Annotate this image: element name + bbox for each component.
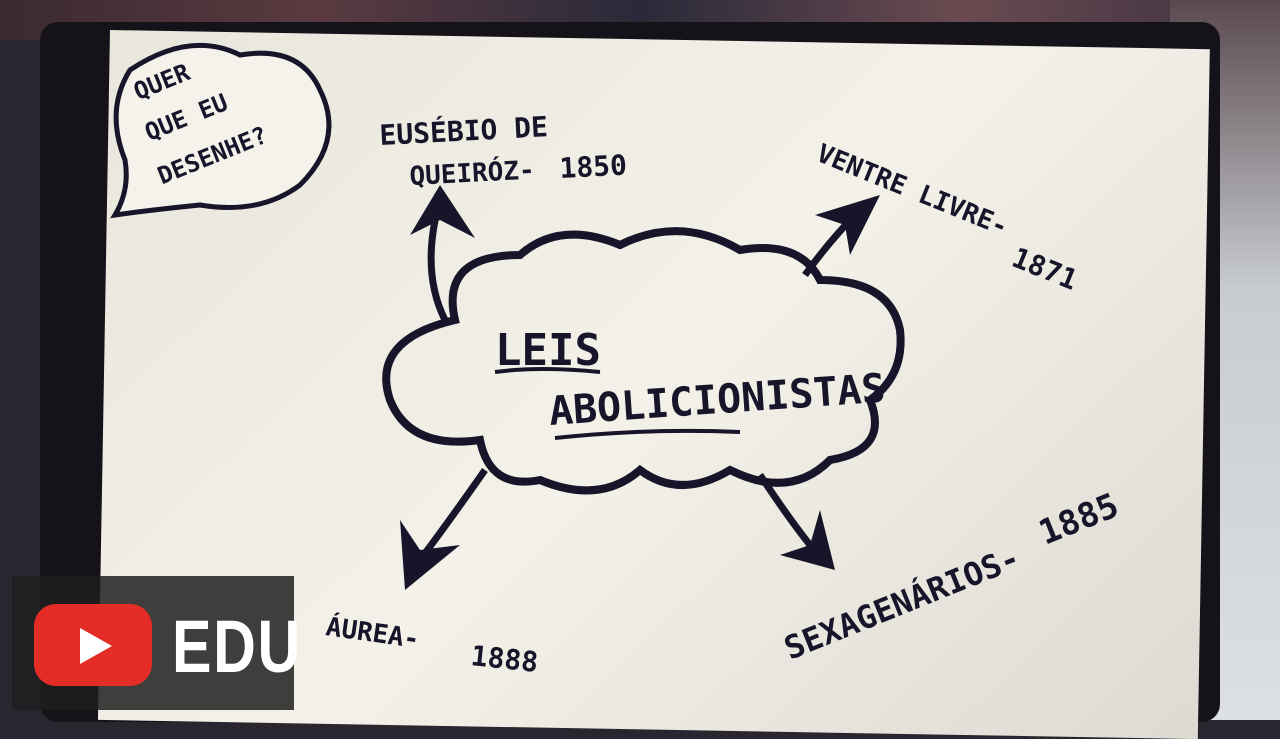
year-1850: 1850 bbox=[559, 149, 628, 185]
youtube-play-icon bbox=[34, 604, 152, 686]
logo-text: EDU bbox=[172, 605, 302, 688]
year-1871: 1871 bbox=[1007, 241, 1082, 297]
label-aurea: ÁUREA- bbox=[324, 610, 421, 655]
youtube-edu-logo: EDU bbox=[12, 576, 300, 710]
center-cloud bbox=[382, 227, 905, 495]
arrow-1885 bbox=[757, 473, 813, 548]
year-1885: 1885 bbox=[1033, 486, 1124, 554]
mind-map: QUER QUE EU DESENHE? LEIS ABOLICIONISTAS… bbox=[110, 42, 1124, 679]
speech-bubble bbox=[110, 42, 332, 219]
arrowheads bbox=[400, 185, 880, 590]
title-underline bbox=[494, 367, 741, 440]
label-queiroz: QUEIRÓZ- bbox=[409, 153, 536, 192]
label-eusebio: EUSÉBIO DE bbox=[379, 109, 549, 152]
year-1888: 1888 bbox=[469, 639, 540, 679]
